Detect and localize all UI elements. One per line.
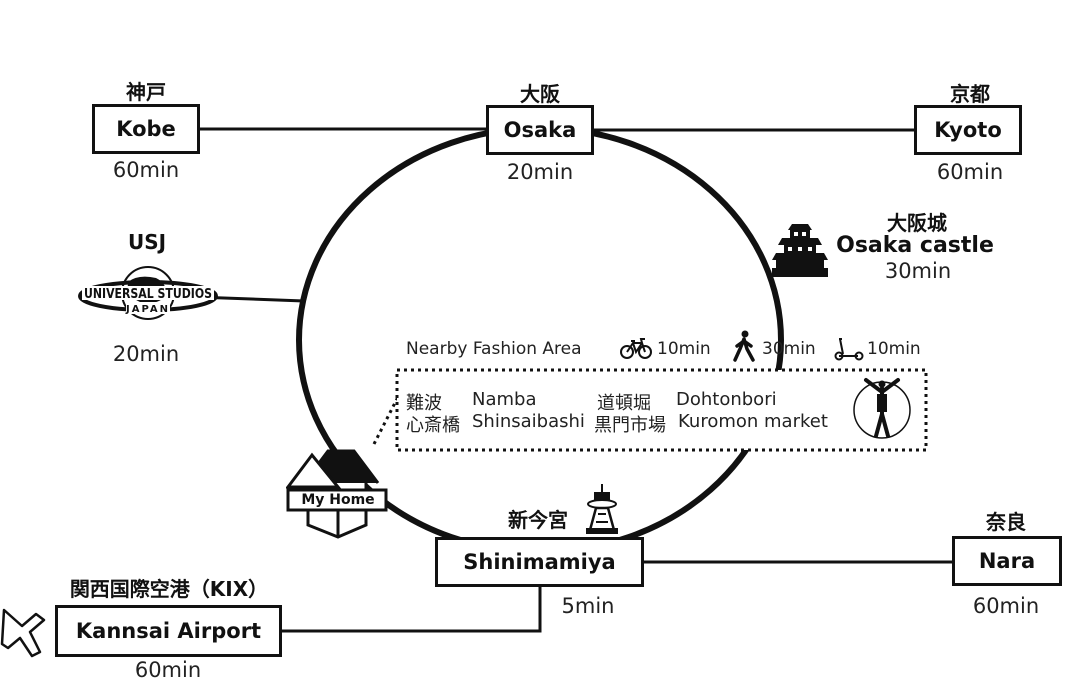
kobe-station[interactable]: Kobe <box>92 104 200 154</box>
shinimamiya-time: 5min <box>561 594 615 618</box>
dohtonbori-en: Dohtonbori <box>676 389 777 410</box>
fashion-area-title: Nearby Fashion Area <box>406 339 582 359</box>
kobe-time: 60min <box>112 158 180 182</box>
kuromon-jp: 黒門市場 <box>594 415 666 436</box>
shinimamiya-airport-line <box>281 586 542 633</box>
universal-studios-logo[interactable]: UNIVERSAL STUDIOS JAPAN <box>78 262 218 324</box>
kyoto-jp-label: 京都 <box>950 82 990 106</box>
shinsaibashi-jp: 心斎橋 <box>406 415 460 436</box>
fashion-area-box <box>395 368 928 452</box>
airplane-icon <box>0 600 46 664</box>
castle-time: 30min <box>884 259 952 283</box>
shinsaibashi-en: Shinsaibashi <box>472 411 585 432</box>
scooter-time: 10min <box>867 339 921 359</box>
castle-icon <box>772 218 828 278</box>
kyoto-station[interactable]: Kyoto <box>914 105 1022 155</box>
kuromon-en: Kuromon market <box>678 411 828 432</box>
namba-jp: 難波 <box>406 393 442 414</box>
house-icon[interactable] <box>285 447 388 539</box>
svg-text:JAPAN: JAPAN <box>125 304 170 315</box>
svg-text:UNIVERSAL STUDIOS: UNIVERSAL STUDIOS <box>84 287 212 302</box>
bicycle-icon <box>620 338 652 360</box>
airport-station[interactable]: Kannsai Airport <box>55 605 282 657</box>
my-home-label: My Home <box>301 492 375 508</box>
tsutenkaku-tower-icon <box>584 484 620 536</box>
shinimamiya-jp-label: 新今宮 <box>508 508 568 532</box>
airport-time: 60min <box>134 658 202 682</box>
castle-en-label: Osaka castle <box>836 233 994 258</box>
fashion-leader-line <box>372 394 401 445</box>
kick-scooter-icon <box>834 337 864 361</box>
osaka-station[interactable]: Osaka <box>486 105 594 155</box>
castle-jp-label: 大阪城 <box>887 211 947 235</box>
usj-label: USJ <box>127 230 167 254</box>
nara-jp-label: 奈良 <box>986 510 1026 534</box>
kobe-jp-label: 神戸 <box>126 80 166 104</box>
glico-runner-icon <box>850 374 914 446</box>
dohtonbori-jp: 道頓堀 <box>597 393 651 414</box>
nara-time: 60min <box>972 594 1040 618</box>
bike-time: 10min <box>657 339 711 359</box>
walk-time: 30min <box>762 339 816 359</box>
shinimamiya-station[interactable]: Shinimamiya <box>435 537 644 587</box>
kyoto-time: 60min <box>936 160 1004 184</box>
walking-person-icon <box>731 330 757 362</box>
usj-time: 20min <box>112 342 180 366</box>
airport-jp-label: 関西国際空港（KIX） <box>69 577 269 601</box>
namba-en: Namba <box>472 389 537 410</box>
osaka-jp-label: 大阪 <box>520 82 560 106</box>
osaka-time: 20min <box>506 160 574 184</box>
nara-station[interactable]: Nara <box>952 536 1062 586</box>
